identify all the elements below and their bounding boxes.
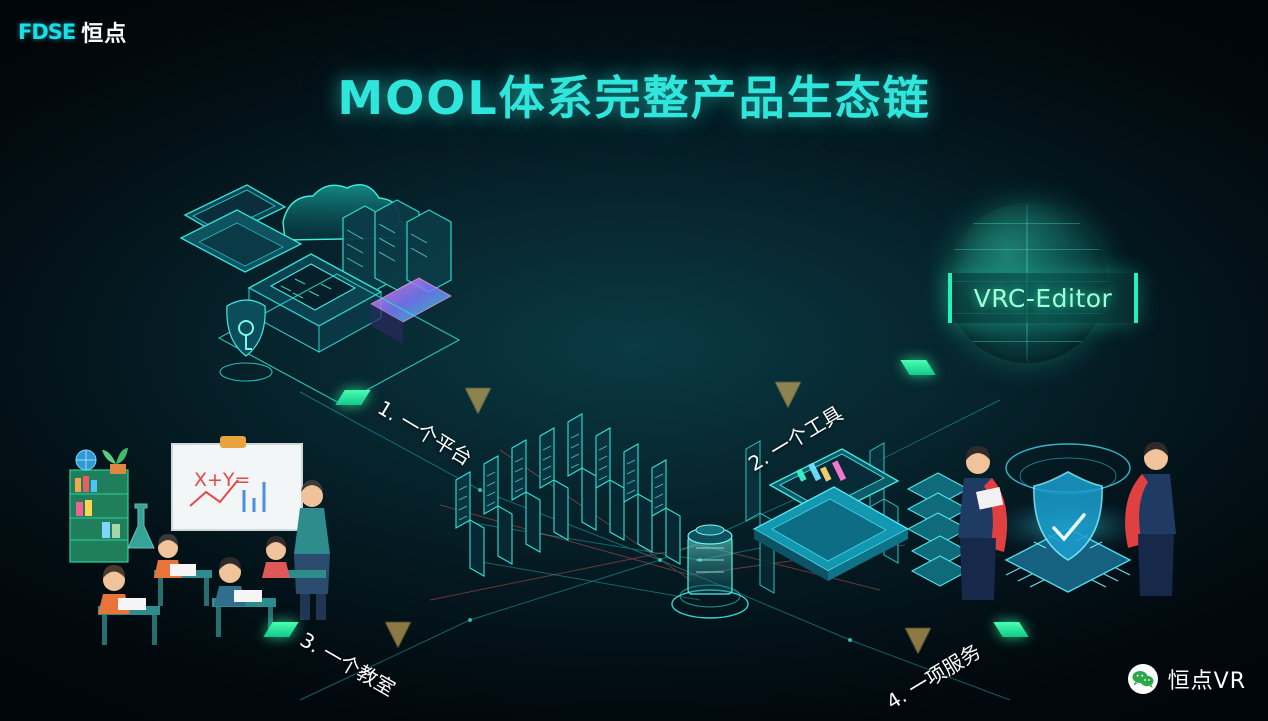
logo-chinese-text: 恒点: [81, 22, 128, 47]
wechat-account: 恒点VR: [1127, 663, 1246, 695]
path-cone-4: [905, 628, 931, 654]
classroom-illustration: X+Y=: [69, 436, 330, 645]
vrc-editor-label: VRC-Editor: [973, 283, 1113, 313]
logo-mark-text: FDSE: [18, 20, 76, 44]
svg-text:X+Y=: X+Y=: [194, 469, 250, 491]
wechat-icon: [1127, 664, 1158, 694]
wechat-account-name: 恒点VR: [1167, 669, 1246, 694]
cloud-platform-illustration: [179, 184, 461, 405]
path-cone-2: [775, 382, 801, 408]
hologram-cylinder-illustration: [671, 524, 749, 619]
laptop-tool-illustration: [745, 440, 970, 594]
path-cone-3: [385, 622, 411, 648]
security-service-illustration: [958, 442, 1176, 600]
server-racks-illustration: [455, 413, 681, 577]
page-title: MOOL体系完整产品生态链: [337, 71, 931, 125]
path-cone-1: [465, 388, 491, 414]
vrc-editor-badge[interactable]: VRC-Editor: [948, 273, 1138, 323]
brand-logo: FDSE 恒点: [18, 16, 127, 48]
